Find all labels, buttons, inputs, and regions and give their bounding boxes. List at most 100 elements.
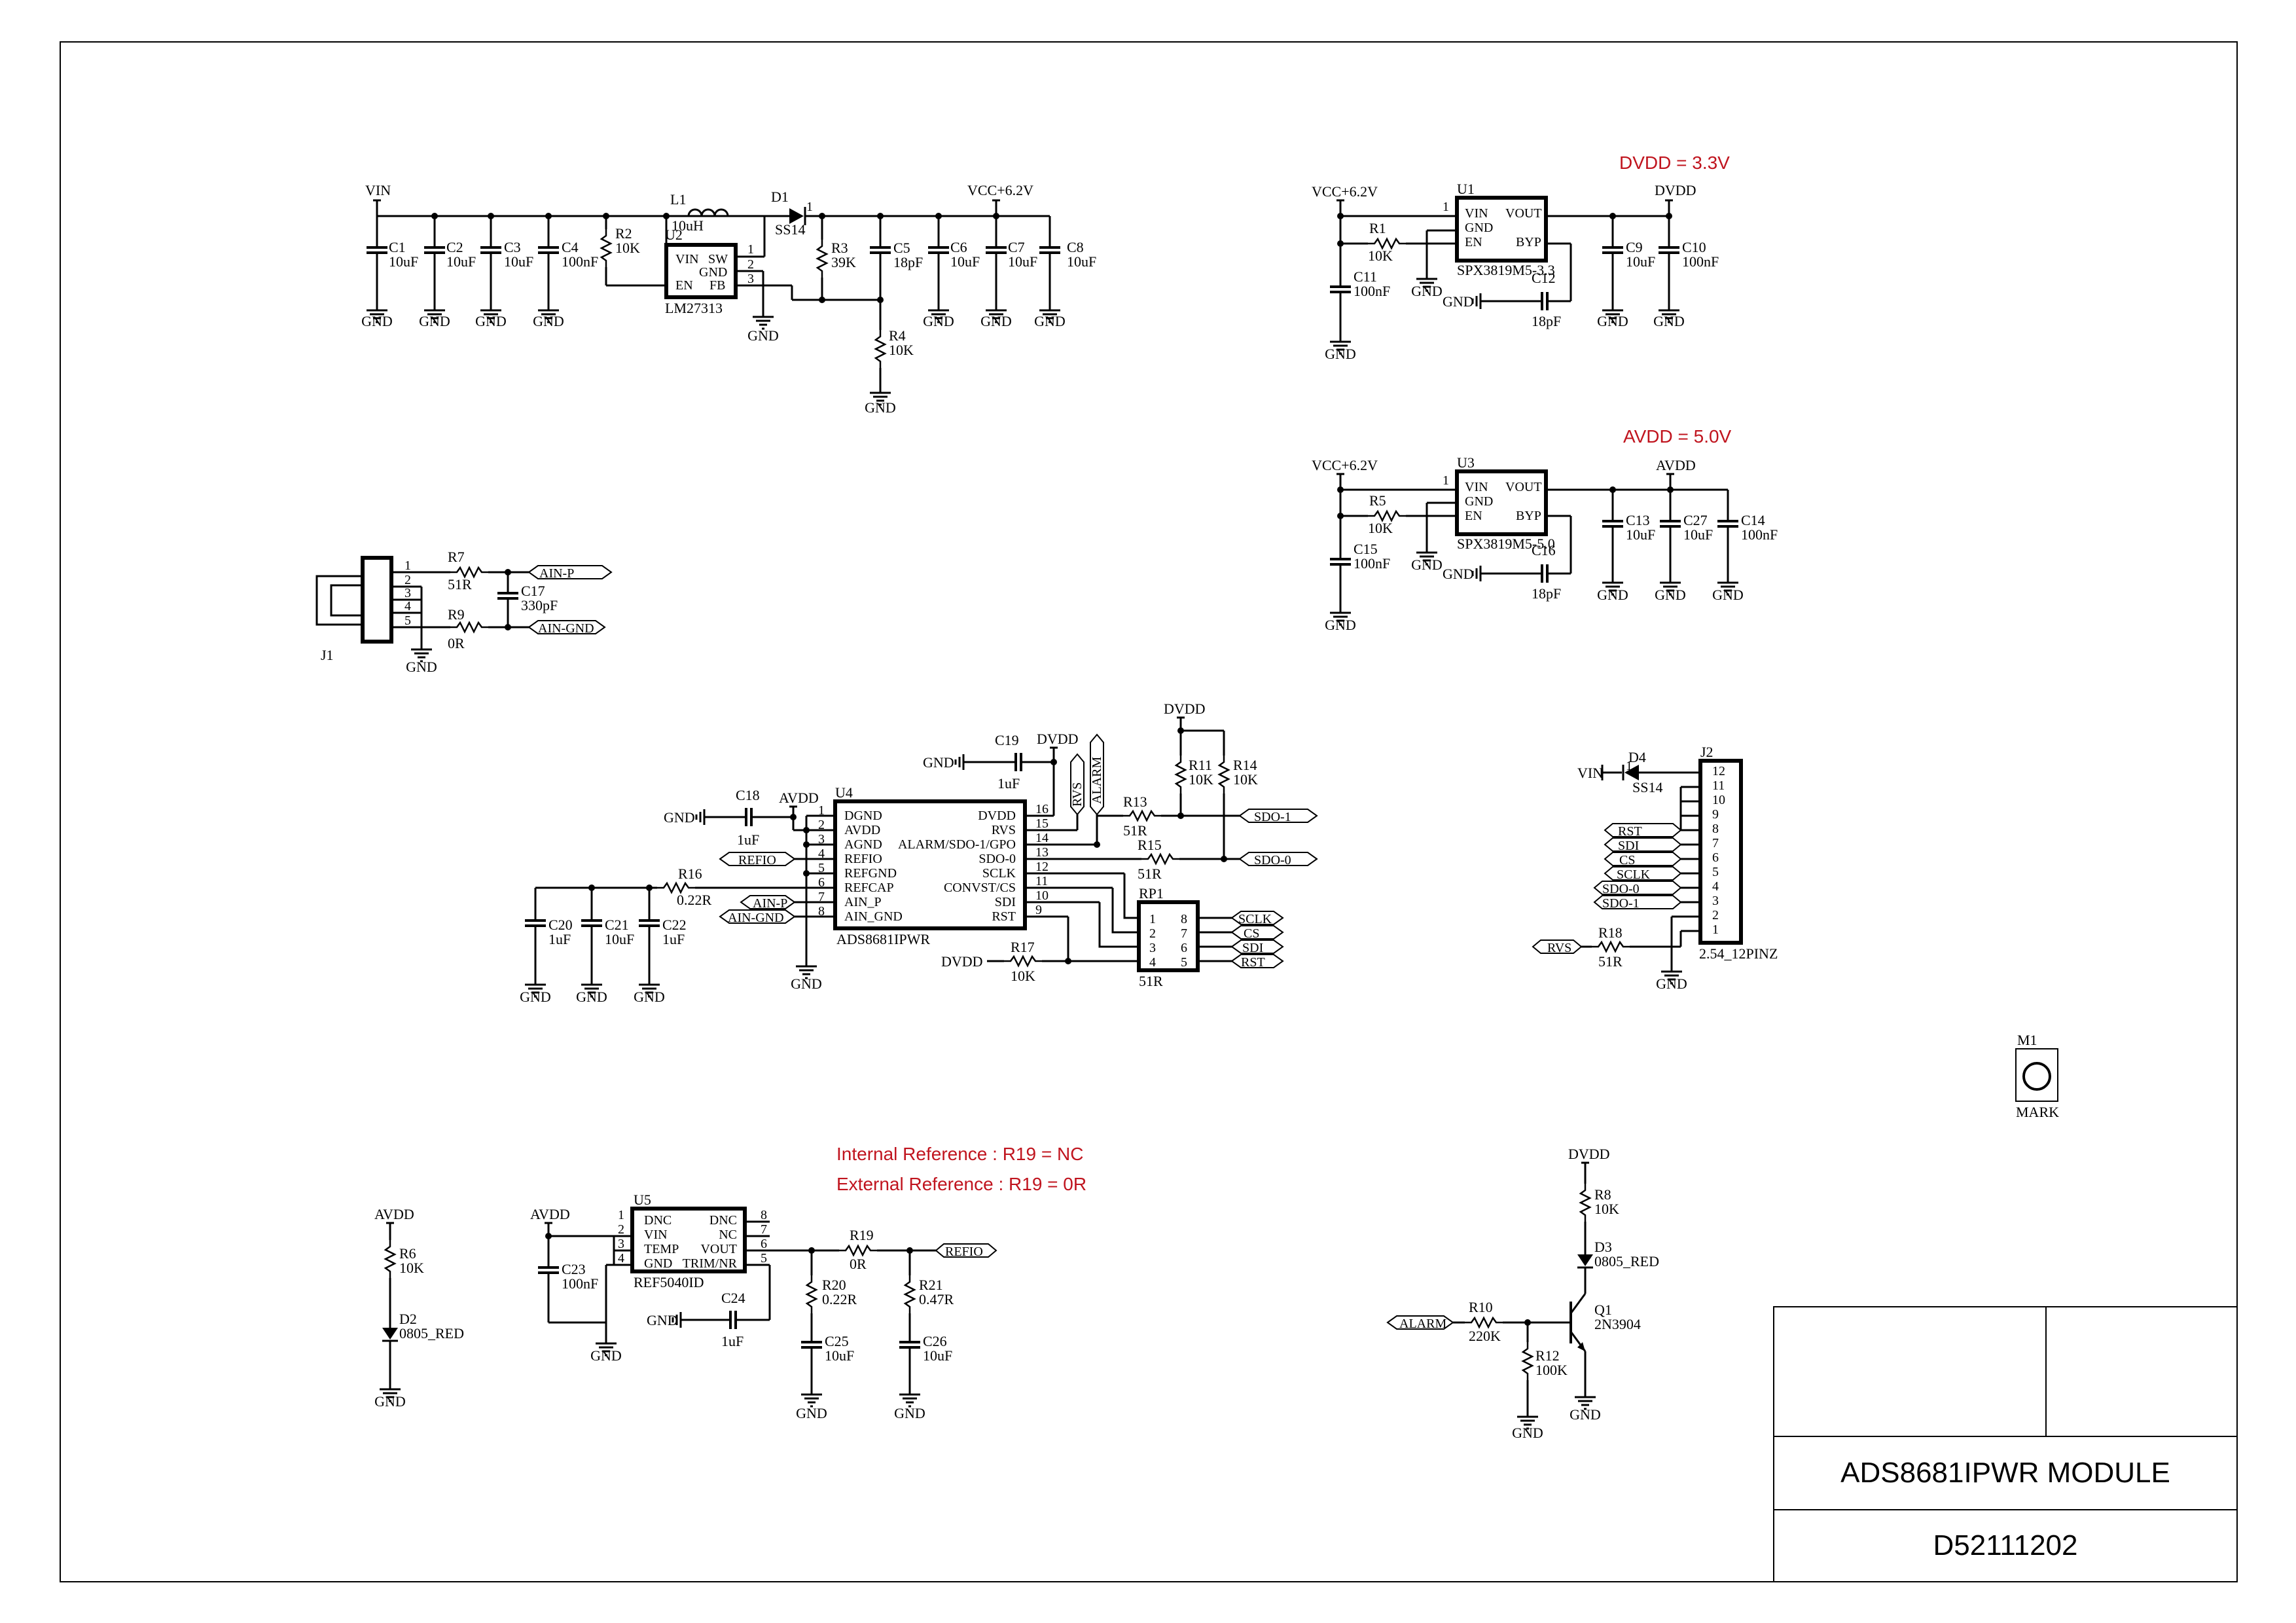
- c11-ref: C11: [1354, 268, 1377, 285]
- r1-value: 10K: [1368, 247, 1393, 264]
- r18-value: 51R: [1598, 953, 1623, 970]
- net-port-cs: [1604, 852, 1682, 866]
- j2-header: [1698, 759, 1743, 945]
- net-port-sclk: [1604, 866, 1682, 881]
- power-led-section: AVDD R6 10K D2 0805_RED GND: [374, 1206, 464, 1410]
- c12-value: 18pF: [1532, 313, 1561, 329]
- u5-pin-num: 7: [761, 1222, 767, 1237]
- net-port-label: SCLK: [1617, 867, 1651, 882]
- r11-value: 10K: [1189, 771, 1213, 788]
- j1-pin: 1: [404, 558, 411, 573]
- gnd-label: GND: [1411, 283, 1443, 299]
- c14-value: 100nF: [1741, 526, 1778, 543]
- u3-ref: U3: [1457, 454, 1475, 471]
- title-block-title: ADS8681IPWR MODULE: [1840, 1457, 2170, 1489]
- rp1-pin: 3: [1149, 941, 1156, 955]
- r13-ref: R13: [1123, 793, 1147, 810]
- u3-name: SPX3819M5-5.0: [1457, 536, 1555, 552]
- net-vcc-label: VCC+6.2V: [1312, 457, 1378, 473]
- r6-value: 10K: [399, 1260, 424, 1276]
- gnd-label: GND: [1597, 313, 1628, 329]
- u1-ref: U1: [1457, 181, 1475, 197]
- c17-value: 330pF: [521, 597, 558, 613]
- m1-ref: M1: [2017, 1032, 2037, 1048]
- net-port-label: RVS: [1070, 782, 1085, 807]
- net-port-cs: [1230, 925, 1284, 939]
- u5-pin-nc: NC: [719, 1228, 737, 1242]
- net-port-rvs: [1070, 753, 1085, 816]
- u5-pin-vout: VOUT: [700, 1242, 737, 1256]
- note-dvdd: DVDD = 3.3V: [1619, 153, 1730, 173]
- u4-pin-refgnd: REFGND: [844, 866, 897, 881]
- c26-value: 10uF: [923, 1347, 952, 1364]
- u1-pin-num: 1: [1443, 200, 1449, 214]
- c10-value: 100nF: [1682, 253, 1719, 270]
- net-port-label: REFIO: [738, 853, 776, 867]
- gnd-label: GND: [923, 754, 954, 771]
- r3-ref: R3: [831, 240, 848, 256]
- u3-pin-vin: VIN: [1465, 480, 1488, 494]
- net-port-ain-gnd: [528, 620, 606, 634]
- net-port-label: RST: [1618, 824, 1642, 839]
- c3-ref: C3: [504, 239, 521, 255]
- c5-ref: C5: [893, 240, 910, 256]
- u5-pin-temp: TEMP: [644, 1242, 679, 1256]
- c8-value: 10uF: [1067, 253, 1096, 270]
- fiducial-mark: M1 MARK: [2015, 1032, 2059, 1120]
- u3-pin-num: 1: [1443, 473, 1449, 488]
- net-avdd-label: AVDD: [1656, 457, 1696, 473]
- c16-ref: C16: [1532, 542, 1556, 558]
- d3-value: 0805_RED: [1594, 1253, 1659, 1269]
- c18-ref: C18: [736, 787, 760, 803]
- net-port-alarm: [1090, 733, 1104, 816]
- input-connector-section: J1 1 2 3 4 5 GND R7 51R C17 330pF AIN-P …: [315, 549, 613, 675]
- r20-value: 0.22R: [822, 1291, 857, 1307]
- u1-pin-vin: VIN: [1465, 206, 1488, 221]
- gnd-label: GND: [747, 327, 779, 344]
- c27-ref: C27: [1683, 512, 1708, 528]
- net-avdd-label: AVDD: [779, 790, 819, 806]
- r19-ref: R19: [850, 1227, 874, 1243]
- j2-pin: 5: [1712, 865, 1719, 879]
- net-vin-label: VIN: [365, 182, 391, 198]
- d1-ref: D1: [771, 189, 789, 205]
- c17-ref: C17: [521, 583, 545, 599]
- net-port-label: AIN-GND: [538, 621, 594, 636]
- net-port-sdi: [1604, 837, 1682, 852]
- r7-ref: R7: [448, 549, 465, 565]
- j1-connector: [361, 556, 393, 644]
- j1-ref: J1: [321, 647, 334, 663]
- rp1-pin: 2: [1149, 926, 1156, 941]
- net-port-refio: [719, 852, 796, 866]
- j1-pin: 3: [404, 586, 411, 600]
- c23-value: 100nF: [562, 1275, 598, 1292]
- rp1-ref: RP1: [1139, 885, 1164, 902]
- u1-pin-en: EN: [1465, 235, 1482, 249]
- alarm-led-section: DVDD R8 10K D3 0805_RED GND Q1 2N3904 AL…: [1386, 1146, 1659, 1441]
- u4-pin-num: 4: [818, 847, 825, 861]
- u2-pin-fb: FB: [709, 278, 725, 293]
- r10-ref: R10: [1469, 1299, 1493, 1315]
- gnd-label: GND: [533, 313, 564, 329]
- gnd-label: GND: [1325, 617, 1356, 633]
- net-port-sdo0: [1238, 852, 1318, 866]
- u4-pin-dgnd: DGND: [844, 809, 882, 823]
- r21-value: 0.47R: [919, 1291, 954, 1307]
- u4-pin-dvdd: DVDD: [978, 809, 1016, 823]
- u5-pin-vin: VIN: [644, 1228, 668, 1242]
- u4-pin-rvs: RVS: [992, 823, 1016, 837]
- u4-pin-sdi: SDI: [995, 895, 1016, 909]
- net-port-label: CS: [1244, 926, 1259, 941]
- j2-pin: 9: [1712, 807, 1719, 822]
- c24-value: 1uF: [721, 1333, 744, 1349]
- c4-ref: C4: [562, 239, 579, 255]
- j2-pin: 11: [1712, 778, 1725, 793]
- rp1-pin: 4: [1149, 955, 1156, 970]
- c7-value: 10uF: [1008, 253, 1037, 270]
- u4-pin-rst: RST: [992, 909, 1016, 924]
- gnd-label: GND: [894, 1405, 925, 1421]
- net-port-sdi: [1230, 939, 1284, 954]
- ldo-3v3-section: DVDD = 3.3V VCC+6.2V C11 100nF GND R1 10…: [1312, 153, 1730, 362]
- d4-value: SS14: [1632, 779, 1662, 795]
- gnd-label: GND: [1325, 346, 1356, 362]
